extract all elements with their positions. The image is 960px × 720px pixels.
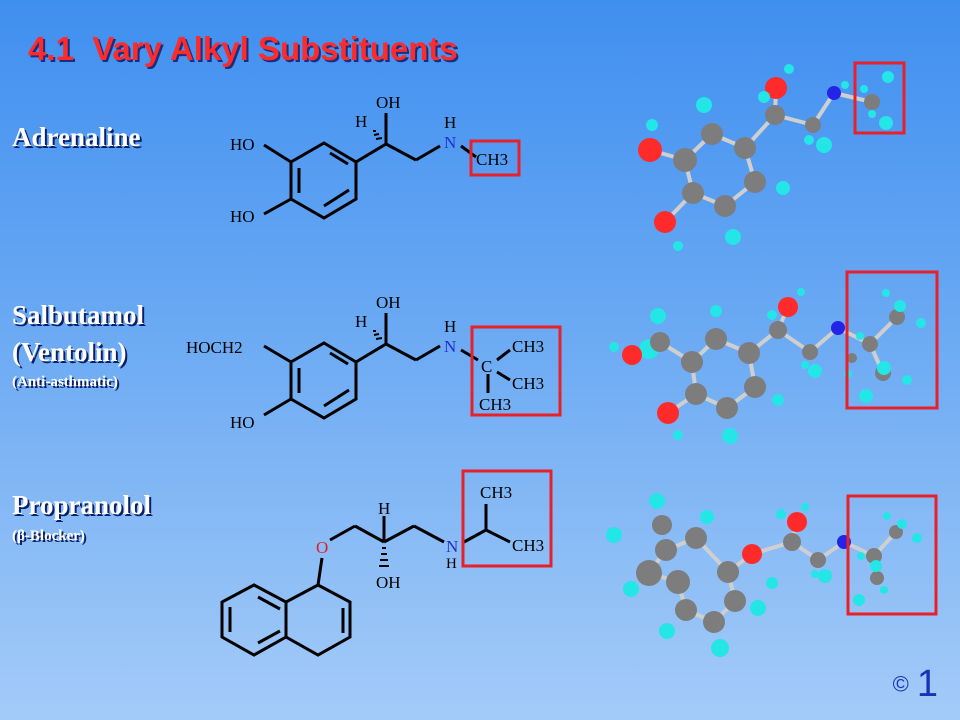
salbutamol-ho: HO [230, 413, 255, 432]
label-ventolin: (Ventolin) [12, 337, 127, 367]
adrenaline-ho-2: HO [230, 207, 255, 226]
adrenaline-n: N [444, 133, 456, 152]
propranolol-stereo-hash [379, 547, 389, 567]
propranolol-nh-h: H [446, 556, 457, 572]
adrenaline-ho-1: HO [230, 135, 255, 154]
adrenaline-oh: OH [376, 93, 401, 112]
salbutamol-ch3-a: CH3 [512, 337, 544, 356]
label-beta-blocker: (β-Blocker) [12, 528, 85, 544]
salbutamol-n: N [444, 337, 456, 356]
label-anti-asthmatic: (Anti-asthmatic) [12, 374, 118, 390]
salbutamol-stereo-hash [373, 330, 383, 340]
salbutamol-ch3-b: CH3 [512, 374, 544, 393]
salbutamol-highlight-box [470, 325, 562, 417]
label-adrenaline: Adrenaline [12, 122, 141, 152]
salbutamol-hoch2: HOCH2 [186, 338, 243, 357]
salbutamol-nh-h: H [444, 317, 456, 336]
label-salbutamol: Salbutamol [12, 300, 145, 330]
slide-footer: ©1 [893, 663, 938, 706]
salbutamol-oh: OH [376, 293, 401, 312]
propranolol-n: N [446, 537, 458, 556]
salbutamol-ch3-c: CH3 [479, 395, 511, 414]
label-propranolol: Propranolol [12, 490, 152, 520]
salbutamol-3d-highlight-box [845, 270, 939, 410]
slide-title: 4.1 Vary Alkyl Substituents [28, 30, 458, 67]
salbutamol-c: C [481, 357, 492, 376]
propranolol-highlight-box [461, 469, 553, 568]
adrenaline-3d-model [638, 61, 906, 251]
propranolol-ch3-a: CH3 [480, 483, 512, 502]
slide-number: 1 [916, 663, 938, 705]
propranolol-oh: OH [376, 573, 401, 592]
salbutamol-structure [263, 313, 511, 420]
salbutamol-h-stereo: H [355, 312, 367, 331]
adrenaline-highlight-box [469, 139, 521, 177]
propranolol-o: O [316, 538, 328, 557]
propranolol-h-top: H [378, 499, 390, 518]
adrenaline-ch3: CH3 [476, 150, 508, 169]
propranolol-ch3-b: CH3 [512, 536, 544, 555]
adrenaline-stereo-hash [373, 130, 383, 140]
copyright-symbol: © [892, 671, 909, 697]
propranolol-structure [220, 504, 511, 657]
propranolol-3d-highlight-box [846, 494, 938, 616]
propranolol-3d-model [606, 493, 938, 657]
adrenaline-3d-highlight-box [853, 61, 906, 135]
adrenaline-structure [263, 113, 477, 220]
adrenaline-h-stereo: H [355, 112, 367, 131]
salbutamol-3d-model [609, 270, 939, 444]
adrenaline-nh-h: H [444, 113, 456, 132]
